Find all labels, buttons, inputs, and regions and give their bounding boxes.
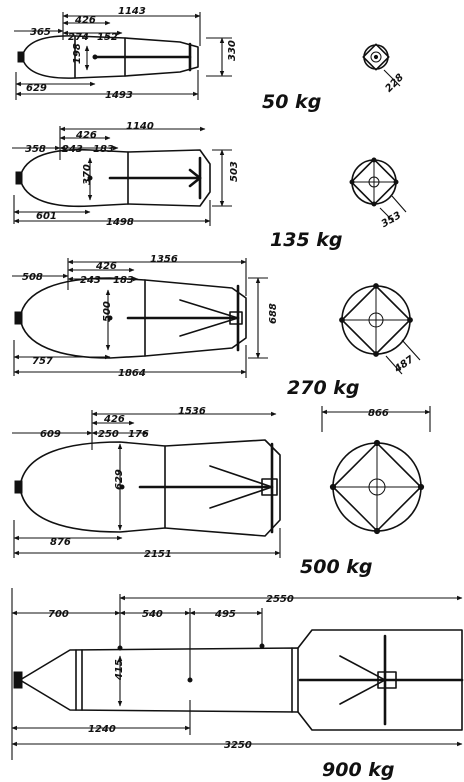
dim-243: 243: [80, 275, 101, 286]
bomb-135kg: 1140 426 358 243 183 370 503 601 1498: [12, 121, 407, 251]
dim-426: 426: [75, 130, 97, 141]
bomb-50kg: 1143 426 365 274 152 198 330 629 1493: [14, 6, 406, 113]
dim-2550: 2550: [266, 594, 294, 605]
bomb-270kg-side-view: [14, 277, 247, 359]
dim-1143: 1143: [118, 6, 146, 17]
bomb-50kg-side-view: [17, 35, 199, 79]
bomb-50kg-dimensions: 1143 426 365 274 152 198 330 629 1493: [14, 6, 238, 101]
dim-1356: 1356: [150, 254, 178, 265]
weight-label-270kg: 270 kg: [287, 377, 360, 399]
bomb-900kg-dimensions: 2550 700 540 495 415 1240 3250: [11, 588, 463, 760]
weight-label-900kg: 900 kg: [322, 759, 395, 781]
dim-176: 176: [128, 429, 149, 440]
dim-152: 152: [97, 32, 118, 43]
dim-353: 353: [380, 210, 404, 230]
dim-330: 330: [227, 40, 238, 61]
dim-1140: 1140: [126, 121, 154, 132]
weight-label-500kg: 500 kg: [300, 556, 373, 578]
dim-183: 183: [93, 144, 114, 155]
dim-250: 250: [98, 429, 119, 440]
dim-876: 876: [50, 537, 71, 548]
bomb-900kg-side-view: [13, 629, 464, 731]
bomb-500kg-tail-view: 866: [321, 406, 431, 535]
bomb-270kg-tail-view: 487: [339, 283, 421, 376]
dim-183: 183: [113, 275, 134, 286]
bomb-500kg-dimensions: 1536 426 609 250 176 629 876 2151: [12, 406, 281, 560]
dim-503: 503: [229, 161, 240, 182]
bomb-500kg-side-view: [14, 439, 281, 537]
dim-426: 426: [74, 15, 96, 26]
dim-228: 228: [384, 72, 407, 95]
dim-1864: 1864: [118, 368, 146, 379]
dim-1536: 1536: [178, 406, 206, 417]
dim-426: 426: [95, 261, 117, 272]
dim-629: 629: [114, 469, 125, 490]
dim-365: 365: [30, 27, 51, 38]
dim-540: 540: [142, 609, 163, 620]
bomb-135kg-side-view: [15, 148, 211, 208]
dim-508: 508: [22, 272, 43, 283]
bomb-135kg-dimensions: 1140 426 358 243 183 370 503 601 1498: [12, 121, 240, 228]
dim-688: 688: [268, 303, 279, 324]
dim-757: 757: [32, 356, 53, 367]
dim-601: 601: [36, 211, 57, 222]
dim-700: 700: [48, 609, 69, 620]
dim-415: 415: [114, 659, 125, 681]
dim-1498: 1498: [106, 217, 134, 228]
dim-487: 487: [392, 354, 416, 376]
dim-495: 495: [214, 609, 236, 620]
weight-label-135kg: 135 kg: [270, 229, 343, 251]
dim-426: 426: [103, 414, 125, 425]
dim-198: 198: [72, 43, 83, 64]
bomb-270kg-dimensions: 1356 426 508 243 183 500 688 757 1864: [12, 254, 279, 379]
dim-500: 500: [102, 301, 113, 322]
dim-243: 243: [62, 144, 83, 155]
dim-370: 370: [82, 164, 93, 185]
bomb-270kg: 1356 426 508 243 183 500 688 757 1864: [12, 254, 421, 399]
bomb-135kg-tail-view: 353: [349, 157, 407, 230]
bomb-900kg: 2550 700 540 495 415 1240 3250 900 kg: [11, 588, 464, 781]
dim-866: 866: [368, 408, 389, 419]
dim-358: 358: [25, 144, 46, 155]
dim-3250: 3250: [224, 740, 252, 751]
dim-1493: 1493: [105, 90, 133, 101]
dim-1240: 1240: [88, 724, 116, 735]
bomb-50kg-tail-view: 228: [362, 43, 407, 95]
dim-629: 629: [26, 83, 47, 94]
dim-2151: 2151: [144, 549, 172, 560]
bomb-500kg: 1536 426 609 250 176 629 876 2151 866: [12, 406, 431, 578]
dim-274: 274: [68, 32, 89, 43]
weight-label-50kg: 50 kg: [262, 91, 321, 113]
dim-609: 609: [40, 429, 61, 440]
